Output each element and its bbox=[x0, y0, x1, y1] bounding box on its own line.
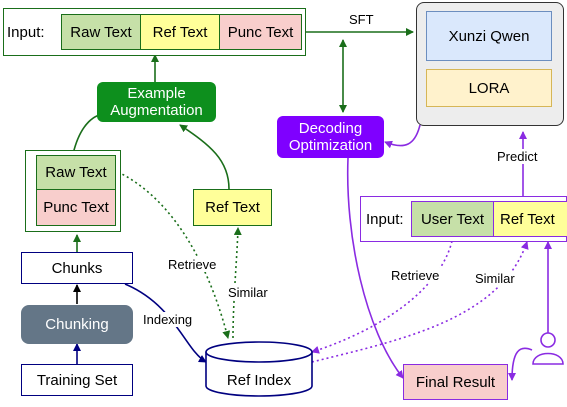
final-result-node: Final Result bbox=[403, 364, 508, 400]
user-to-final-arrow bbox=[508, 347, 533, 381]
lora-box: LORA bbox=[426, 69, 552, 107]
bottom-user-text: User Text bbox=[411, 201, 494, 237]
xunzi-qwen-box: Xunzi Qwen bbox=[426, 11, 552, 61]
training-set-node: Training Set bbox=[21, 364, 133, 396]
top-raw-text: Raw Text bbox=[61, 14, 141, 50]
top-punc-text: Punc Text bbox=[220, 14, 302, 50]
similar-dotted-arrow bbox=[232, 227, 242, 339]
ref-index-cylinder bbox=[205, 341, 313, 397]
retrieve-dotted-purple bbox=[311, 240, 453, 354]
reftext-to-augmentation-arrow bbox=[179, 124, 230, 190]
top-input-prefix: Input: bbox=[7, 23, 45, 41]
bottom-ref-text: Ref Text bbox=[494, 201, 567, 237]
group-punc-text: Punc Text bbox=[36, 190, 116, 226]
bottom-input-prefix: Input: bbox=[366, 210, 404, 228]
chunks-node: Chunks bbox=[21, 252, 133, 284]
person-icon bbox=[532, 332, 564, 365]
chunking-node: Chunking bbox=[21, 305, 133, 344]
similar-dotted-purple bbox=[311, 241, 529, 363]
similar-label-right: Similar bbox=[473, 271, 517, 286]
middle-ref-text: Ref Text bbox=[193, 189, 272, 226]
ref-index-label: Ref Index bbox=[226, 371, 292, 389]
example-augmentation-node: Example Augmentation bbox=[97, 82, 216, 122]
decoding-to-final-arrow bbox=[346, 157, 404, 379]
decoding-optimization-node: Decoding Optimization bbox=[277, 116, 384, 158]
similar-label-left: Similar bbox=[226, 285, 270, 300]
retrieve-label-left: Retrieve bbox=[166, 257, 219, 272]
group-raw-text: Raw Text bbox=[36, 155, 116, 190]
model-to-decoding-arrow bbox=[384, 124, 421, 149]
predict-label: Predict bbox=[495, 149, 540, 164]
retrieve-label-right: Retrieve bbox=[389, 268, 442, 283]
sft-label: SFT bbox=[349, 12, 374, 27]
top-ref-text: Ref Text bbox=[141, 14, 220, 50]
indexing-label: Indexing bbox=[141, 312, 195, 327]
